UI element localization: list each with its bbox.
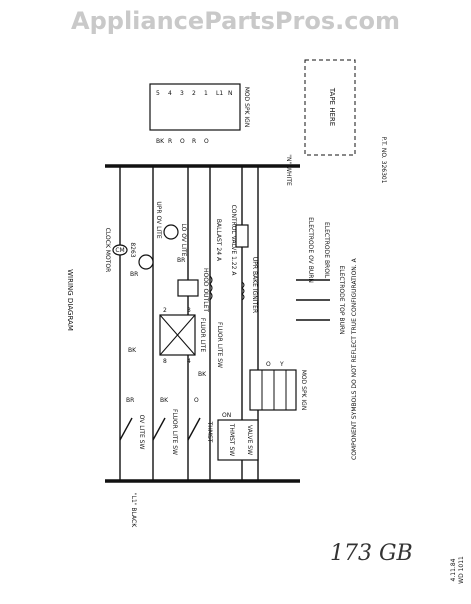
lo-ov-lite-bulb <box>163 224 179 240</box>
connector-pins: 5 4 3 2 1 L1 N <box>156 90 233 97</box>
control-valve-box <box>235 224 249 248</box>
connector-pin-label: 5 <box>156 90 160 97</box>
ballast-coil <box>209 275 213 301</box>
upr-ov-lite-label: UPR OV LITE <box>155 201 162 238</box>
mod-spk-ign-top-label: MOD SPK IGN <box>243 87 250 128</box>
top-connector <box>149 83 241 131</box>
connector-wire-label: BK <box>156 138 165 145</box>
mod-spk-ign-label: MOD SPK IGN <box>300 370 307 411</box>
fluor-lite-switch <box>152 417 166 441</box>
connector-wire-label: R <box>192 138 196 145</box>
wire-o: O <box>194 397 199 404</box>
wire-bk-3: BK <box>160 397 169 404</box>
ballast-label: BALLAST 24 A <box>215 219 222 262</box>
wire-bk-2: BK <box>198 371 207 378</box>
clock-motor-symbol <box>112 244 128 256</box>
hood-outlet-label: HOOD OUTLET <box>202 268 209 312</box>
diagram-title: WIRING DIAGRAM <box>66 269 74 331</box>
fluor-lite-sw-label: FLUOR LITE SW <box>171 409 178 455</box>
hood-outlet-box <box>177 279 199 297</box>
connector-pin-label: 3 <box>180 90 184 97</box>
connector-pin-label: L1 <box>216 90 223 97</box>
upr-bake-igniter-label: UPR BAKE IGNITER <box>251 257 258 313</box>
wire-y: Y <box>279 361 284 368</box>
watermark: AppliancePartsPros.com <box>71 7 400 35</box>
electrode-top-burn-label: ELECTRODE TOP BURN <box>338 265 345 334</box>
electrode-ov-burn-label: ELECTRODE OV BURN <box>307 217 314 283</box>
valve-sw-label: VALVE SW <box>246 425 253 455</box>
pin-4-label: 4 <box>187 358 191 365</box>
part-number: P.T. NO. 326301 <box>380 136 387 183</box>
wire-br-1: BR <box>130 271 138 278</box>
connector-pin-label: 4 <box>168 90 172 97</box>
tape-box <box>304 59 356 156</box>
wire-br-3: BR <box>126 397 134 404</box>
thmst-switch <box>187 417 201 441</box>
tape-label: TAPE HERE <box>328 87 336 126</box>
ov-lite-switch <box>119 417 133 441</box>
doc-code: WD 1011 <box>458 556 465 584</box>
clock-motor-id: 8263 <box>129 242 136 257</box>
valve-sw-block <box>217 419 259 461</box>
clock-motor-label: CLOCK MOTOR <box>104 228 111 273</box>
thmst-label: THMST <box>206 421 213 443</box>
wire-bk-1: BK <box>128 347 137 354</box>
line-l1-label: "L1" BLACK <box>130 493 137 528</box>
handwritten-note: 173 GB <box>330 541 413 566</box>
line-n-label: "N" WHITE <box>285 154 292 186</box>
upr-ov-lite-bulb <box>138 254 154 270</box>
connector-pin-label: 1 <box>204 90 208 97</box>
electrode-broil-label: ELECTRODE BROIL <box>323 222 330 279</box>
fluor-lite-diag-2 <box>159 314 196 356</box>
connector-wire-label: R <box>168 138 172 145</box>
ov-lite-sw-label: OV LITE SW <box>138 415 145 450</box>
wire-br-2: BR <box>177 257 185 264</box>
lo-ov-lite-label: LO OV LITE <box>180 224 187 257</box>
wire-o-2: O <box>266 361 271 368</box>
mod-spk-ign-box <box>249 369 297 411</box>
pin-3-label: 3 <box>187 307 191 314</box>
date-code: 4.11.84 <box>450 558 457 581</box>
thmst-sw-label: THMST SW <box>228 423 235 457</box>
on-label: ON <box>222 412 231 419</box>
pin-8-label: 8 <box>163 358 167 365</box>
connector-wire-label: O <box>180 138 185 145</box>
pin-2-label: 2 <box>163 307 167 314</box>
connector-pin-label: 2 <box>192 90 196 97</box>
fluor-lite-label: FLUOR LITE <box>199 318 206 352</box>
connector-wire-label: O <box>204 138 209 145</box>
igniter-coil <box>241 281 245 301</box>
connector-pin-label: N <box>228 90 233 97</box>
clock-motor-abbrev: CM <box>115 247 124 254</box>
control-valve-label: CONTROL VALVE 1.22 A <box>230 205 237 277</box>
fluor-lite-sw-top-label: FLUOR LITE SW <box>216 322 223 368</box>
